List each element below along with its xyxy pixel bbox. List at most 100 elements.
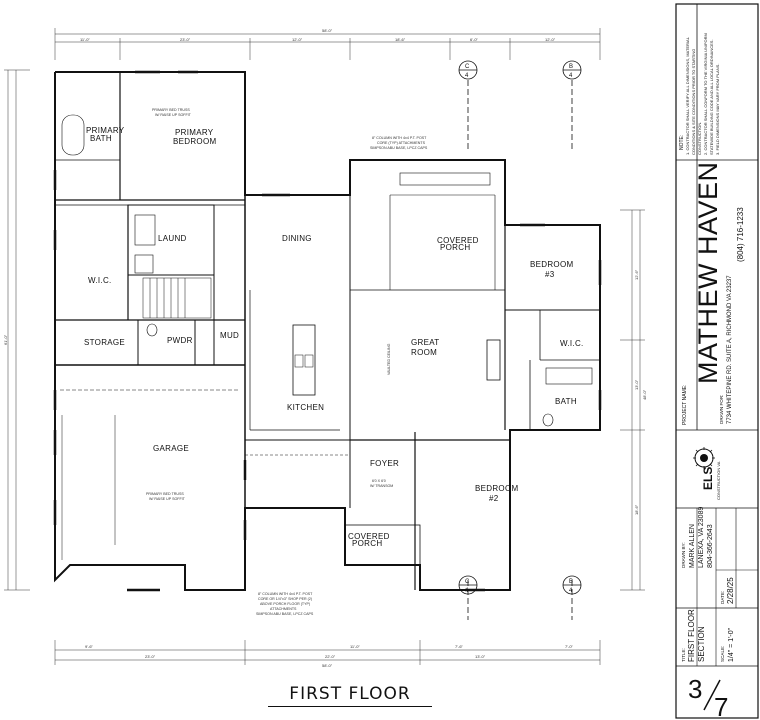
note-front-column-4: ATTACHMENTS	[270, 607, 297, 611]
room-wic-right: W.I.C.	[560, 339, 584, 348]
windows	[53, 70, 602, 592]
room-bedroom3-line1: BEDROOM	[530, 260, 573, 269]
title-block-note-line: 3. FIELD DIMENSIONS MAY VARY FROM PLANS.	[715, 64, 720, 155]
section-mark-3-letter: C	[465, 579, 470, 585]
drawn-for-label: DRAWN FOR:	[719, 395, 724, 424]
section-markers	[458, 60, 582, 620]
room-primary-bath-line2: BATH	[90, 134, 112, 143]
project-name-label: PROJECT NAME:	[682, 385, 688, 425]
room-laundry: LAUND	[158, 234, 187, 243]
section-mark-2-sheet: 4	[569, 73, 573, 79]
company-logo: ELS CONSTRUCTION VA	[693, 447, 721, 500]
dimension-lines	[4, 28, 645, 665]
note-front-column-2: CORE OR 1/4"x3" SHOP PER (2)	[258, 597, 312, 601]
dim-bottom-overall: 58'-0"	[322, 663, 333, 668]
room-bedroom3-line2: #3	[545, 270, 555, 279]
dim-bottom-1: 23'-0"	[145, 654, 156, 659]
note-rear-column-2: CORE (TYP) ATTACHMENTS	[377, 141, 426, 145]
dim-right-2: 13'-0"	[634, 379, 639, 390]
note-foyer-window-2: W/ TRANSOM	[370, 484, 393, 488]
room-storage: STORAGE	[84, 338, 125, 347]
note-rear-column-3: SIMPSON ABU BASE, LPCZ CAPS	[370, 146, 428, 150]
drawn-for-address: 7734 WHITEPINE RD. SUITE A, RICHMOND VA …	[727, 275, 733, 424]
plan-title: FIRST FLOOR	[289, 684, 411, 704]
room-bath: BATH	[555, 397, 577, 406]
room-garage: GARAGE	[153, 444, 189, 453]
plan-title-underline	[268, 706, 432, 707]
dim-bottom-6: 7'-6"	[455, 644, 464, 649]
project-name: MATHEW HAVEN	[693, 161, 723, 384]
logo-subtitle: CONSTRUCTION VA	[716, 461, 721, 500]
dim-top-5: 6'-0"	[470, 37, 479, 42]
dim-left-overall: 61'-0"	[3, 334, 8, 345]
room-primary-bath-line1: PRIMARY	[86, 126, 125, 135]
title-block-note-line: 1. CONTRACTOR SHALL VERIFY ALL DIMENSION…	[685, 36, 690, 155]
note-garage-tray-1: PRIMARY BED TRUSS	[146, 492, 184, 496]
dim-top-2: 23'-0"	[180, 37, 191, 42]
room-powder: PWDR	[167, 336, 193, 345]
section-mark-2-letter: B	[569, 64, 573, 70]
title-block-note-line: CONDITIONS & SITE CONDITIONS PRIOR TO ST…	[691, 49, 696, 155]
note-great-room-ceiling: VAULTED CEILING	[387, 343, 391, 375]
note-rear-column-1: 8" COLUMN WITH 4x4 P.T. POST	[372, 136, 427, 140]
room-great-room-line2: ROOM	[411, 348, 437, 357]
scale-value: 1/4" = 1'-0"	[728, 627, 735, 662]
sheet-title-label: TITLE:	[681, 648, 686, 662]
section-mark-3-sheet: 4	[465, 588, 469, 594]
dim-bottom-7: 7'-0"	[565, 644, 574, 649]
note-foyer-window-1: 6'0 X 6'0	[372, 479, 386, 483]
section-mark-1-letter: C	[465, 64, 470, 70]
logo-letters: ELS	[701, 467, 715, 490]
room-covered-porch-front-line2: PORCH	[352, 539, 382, 548]
sheet-title-line2: SECTION	[697, 626, 706, 662]
room-covered-porch-rear-line1: COVERED	[437, 236, 479, 245]
room-dining: DINING	[282, 234, 312, 243]
sheet-title-line1: FIRST FLOOR	[687, 609, 696, 662]
room-great-room-line1: GREAT	[411, 338, 439, 347]
section-mark-4-letter: B	[569, 579, 573, 585]
title-block	[675, 3, 759, 719]
date-value: 2/28/25	[726, 577, 735, 604]
dim-top-6: 12'-0"	[545, 37, 556, 42]
title-block-note-line: STATEWIDE BUILDING CODE AND ALL LOCAL OR…	[709, 39, 714, 155]
drawn-by-name: MARK ALLEN	[689, 524, 696, 568]
dim-top-1: 11'-0"	[80, 37, 90, 42]
dim-bottom-4: 9'-6"	[85, 644, 94, 649]
note-garage-tray-2: W/ RAISE UP SOFFIT	[149, 497, 186, 501]
dim-bottom-2: 22'-0"	[325, 654, 336, 659]
section-mark-4-sheet: 4	[569, 588, 573, 594]
dim-top-3: 12'-0"	[292, 37, 303, 42]
room-covered-porch-front-line1: COVERED	[348, 532, 390, 541]
title-block-notes: 1. CONTRACTOR SHALL VERIFY ALL DIMENSION…	[685, 33, 720, 155]
room-bedroom2-line1: BEDROOM	[475, 484, 518, 493]
dim-top-overall: 58'-0"	[322, 28, 333, 33]
title-block-note-line: 2. CONTRACTOR SHALL CONFORM TO THE VIRGI…	[703, 33, 708, 155]
dim-bottom-5: 11'-0"	[350, 644, 360, 649]
title-block-note-line: CONSTRUCTION.	[697, 122, 702, 155]
room-primary-bedroom-line1: PRIMARY	[175, 128, 214, 137]
room-bedroom2-line2: #2	[489, 494, 499, 503]
sheet-number-top: 3	[688, 674, 702, 704]
title-block-notes-heading: NOTE:	[679, 135, 685, 150]
note-front-column-1: 8" COLUMN WITH 4x4 P.T. POST	[258, 592, 313, 596]
drawn-for-phone: (804) 716-1233	[736, 207, 745, 262]
note-bed-tray-2: W/ RAISE UP SOFFIT	[155, 113, 192, 117]
drawn-by-label: DRAWN BY:	[681, 542, 686, 568]
sheet-number-bottom: 7	[714, 692, 728, 720]
section-mark-1-sheet: 4	[465, 73, 469, 79]
scale-label: SCALE:	[720, 646, 725, 662]
drawn-by-phone: 804-366-2643	[707, 524, 714, 568]
drawn-by-city: LANEXA, VA 23089	[698, 507, 705, 568]
note-bed-tray-1: PRIMARY BED TRUSS	[152, 108, 190, 112]
room-mud: MUD	[220, 331, 239, 340]
room-foyer: FOYER	[370, 459, 399, 468]
room-wic-left: W.I.C.	[88, 276, 112, 285]
dim-top-4: 18'-6"	[395, 37, 406, 42]
note-front-column-3: ABOVE PORCH FLOOR (TYP)	[260, 602, 310, 606]
dim-right-1: 12'-6"	[634, 269, 639, 280]
note-front-column-5: SIMPSON ABU BASE, LPCZ CAPS	[256, 612, 314, 616]
dim-right-3: 18'-6"	[634, 504, 639, 515]
dim-right-overall: 48'-0"	[642, 389, 647, 400]
room-kitchen: KITCHEN	[287, 403, 324, 412]
